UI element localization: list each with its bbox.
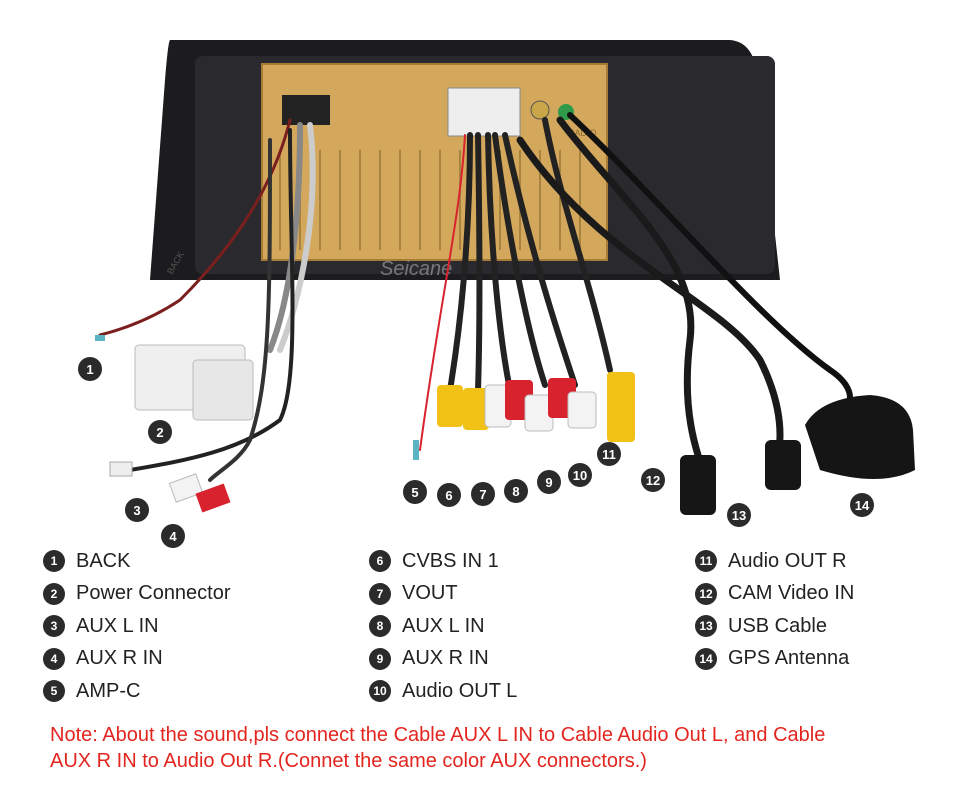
legend-badge: 4 [43,647,65,670]
legend-label: BACK [76,549,131,572]
callout-badge-8: 8 [504,479,528,503]
legend-item: 7 VOUT [369,578,517,611]
legend-item: 5 AMP-C [43,675,231,708]
legend-badge: 3 [43,615,65,638]
legend-badge: 10 [369,680,391,703]
legend-label: GPS Antenna [728,647,850,670]
legend-badge: 8 [369,615,391,638]
legend-label: Audio OUT L [402,679,518,702]
legend-item: 8 AUX L IN [369,610,517,643]
legend-badge: 12 [695,582,717,605]
legend-item: 3 AUX L IN [43,610,231,643]
legend-item: 4 AUX R IN [43,643,231,676]
legend-label: Power Connector [76,582,231,605]
legend-column-1: 1 BACK 2 Power Connector 3 AUX L IN 4 AUX R … [43,545,231,708]
legend-badge: 9 [369,647,391,670]
legend-column-3: 11 Audio OUT R 12 CAM Video IN 13 USB Cable… [695,545,854,675]
radio-label: RADIO [568,128,597,138]
legend-label: AUX L IN [76,614,159,637]
callout-badge-13: 13 [727,503,751,527]
legend-badge: 13 [695,615,717,638]
connectors [95,335,915,515]
wiring-illustration: RADIO Seicane [95,40,915,515]
legend-item: 11 Audio OUT R [695,545,854,578]
legend-label: AMP-C [76,679,141,702]
legend-badge: 6 [369,550,391,573]
legend-item: 9 AUX R IN [369,643,517,676]
watermark: Seicane [380,258,452,280]
legend-label: VOUT [402,582,458,605]
connection-note: Note: About the sound,pls connect the Ca… [50,722,960,774]
legend-label: AUX R IN [402,647,489,670]
legend-item: 12 CAM Video IN [695,578,854,611]
legend-label: AUX L IN [402,614,485,637]
legend-badge: 1 [43,550,65,573]
callout-badge-1: 1 [78,357,102,381]
legend-label: AUX R IN [76,647,163,670]
callout-badge-10: 10 [568,463,592,487]
legend-item: 14 GPS Antenna [695,643,854,676]
legend-item: 13 USB Cable [695,610,854,643]
note-line-2: AUX R IN to Audio Out R.(Connet the same… [50,750,647,772]
legend: 1 BACK 2 Power Connector 3 AUX L IN 4 AUX R … [0,545,980,715]
wiring-diagram: RADIO Seicane [78,40,915,548]
callout-badge-4: 4 [161,524,185,548]
callout-badge-5: 5 [403,480,427,504]
callout-badge-2: 2 [148,420,172,444]
legend-item: 6 CVBS IN 1 [369,545,517,578]
legend-badge: 14 [695,647,717,670]
legend-badge: 7 [369,582,391,605]
legend-label: CVBS IN 1 [402,549,499,572]
legend-label: USB Cable [728,614,827,637]
gps-antenna-puck [805,395,915,479]
callout-badge-3: 3 [125,498,149,522]
legend-label: Audio OUT R [728,549,847,572]
callout-badge-9: 9 [537,470,561,494]
av-socket [447,87,521,137]
rca-cluster [413,372,635,460]
power-connector-plug-b [192,359,254,421]
legend-item: 10 Audio OUT L [369,675,517,708]
callout-badge-6: 6 [437,483,461,507]
callout-badge-11: 11 [597,442,621,466]
usb-plugs [680,440,801,515]
callout-badge-7: 7 [471,482,495,506]
legend-item: 2 Power Connector [43,578,231,611]
aux-rca-left [168,473,231,513]
wires [98,112,853,494]
legend-badge: 5 [43,680,65,703]
note-line-1: Note: About the sound,pls connect the Ca… [50,724,826,746]
callout-badge-12: 12 [641,468,665,492]
back-wire-tip [95,335,105,341]
legend-column-2: 6 CVBS IN 1 7 VOUT 8 AUX L IN 9 AUX R IN 10 A… [369,545,517,708]
legend-badge: 2 [43,582,65,605]
radio-antenna-socket [530,100,550,120]
callout-badge-14: 14 [850,493,874,517]
amp-small-plug [109,461,133,477]
legend-label: CAM Video IN [728,582,855,605]
legend-item: 1 BACK [43,545,231,578]
legend-badge: 11 [695,550,717,573]
